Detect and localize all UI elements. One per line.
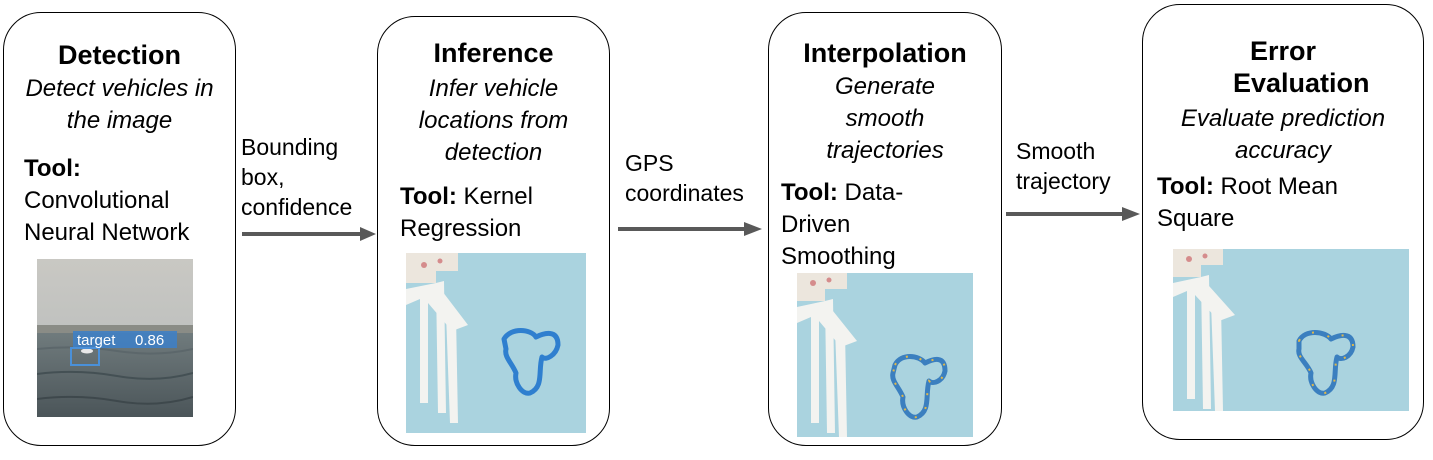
tool-label: Tool: [400,183,457,210]
tool-value: Kernel Regression [400,183,533,242]
tool-value: Root Mean Square [1157,173,1338,232]
stage-description: Infer vehicle locations from detection [418,75,569,166]
stage-interpolation: Interpolation Generate smooth trajectori… [768,12,1002,446]
stage-inference: Inference Infer vehicle locations from d… [377,16,610,446]
stage-error-evaluation: Error Evaluation Evaluate prediction acc… [1142,4,1424,440]
tool-label: Tool: [1157,173,1214,200]
tool-value: Data-Driven Smoothing [781,179,904,270]
detection-box-label: target [77,332,116,349]
stage-title: Detection [57,40,182,70]
stage-description: Detect vehicles in the image [25,75,214,134]
stage-description: Generate smooth trajectories [826,73,944,164]
tool-value: Convolutional Neural Network [24,187,190,246]
arrow-1 [240,224,380,244]
evaluation-map [1173,249,1409,411]
stage-detection: Detection Detect vehicles in the image T… [3,12,236,446]
edge-label-gps: GPS coordinates [625,150,744,206]
detection-photo: target 0.86 [37,259,193,417]
stage-tool: Tool: Kernel Regression [400,181,600,245]
edge-label-bounding-box: Bounding box, confidence [241,134,353,220]
arrow-2 [616,219,766,239]
arrow-3 [1004,204,1144,224]
stage-tool: Tool: Root Mean Square [1157,171,1387,235]
edge-label-smooth-trajectory: Smooth trajectory [1016,138,1111,194]
stage-title: Inference [433,38,554,68]
stage-tool: Tool: Convolutional Neural Network [24,153,224,249]
detection-confidence: 0.86 [135,332,164,349]
stage-tool: Tool: Data-Driven Smoothing [781,177,951,273]
tool-label: Tool: [24,155,81,182]
stage-description: Evaluate prediction accuracy [1180,105,1386,164]
interpolation-map [797,273,973,437]
stage-title: Error Evaluation [1233,36,1370,98]
inference-map [406,253,586,433]
tool-label: Tool: [781,179,838,206]
stage-title: Interpolation [803,38,967,68]
